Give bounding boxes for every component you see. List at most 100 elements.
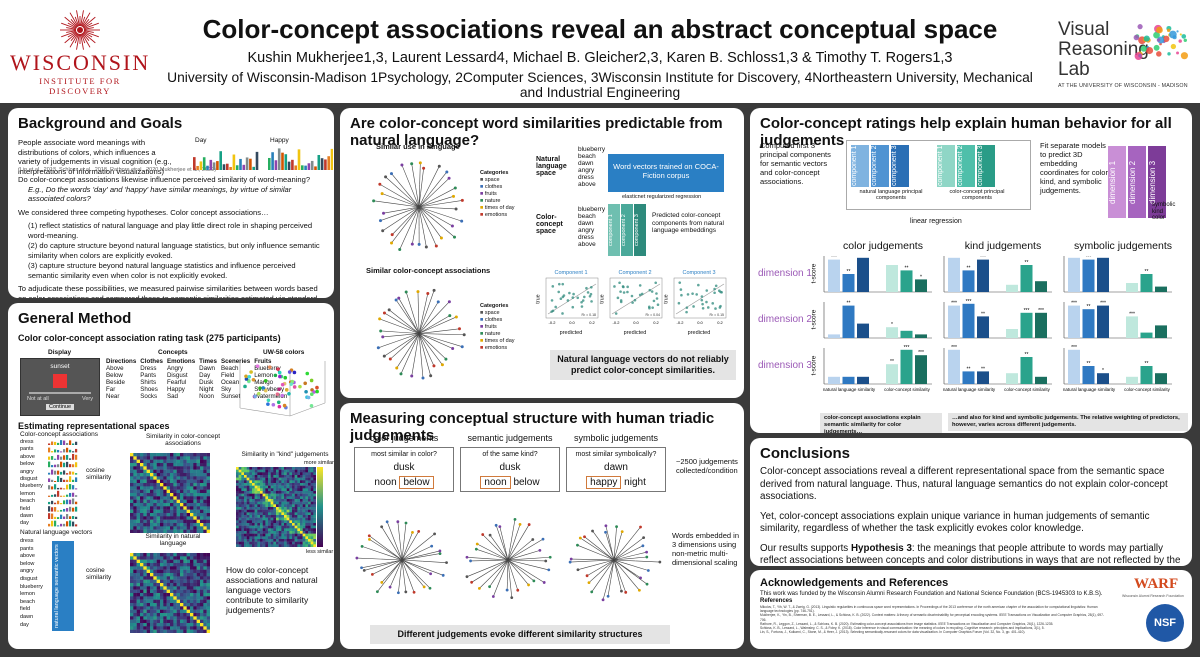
rating-slider[interactable] — [29, 392, 91, 394]
mds-tree-branch — [616, 573, 622, 592]
lab-logo-dot — [1153, 44, 1160, 51]
ratings-bar — [977, 371, 989, 384]
heatmap-cell — [300, 515, 303, 518]
heatmap-cell — [308, 523, 311, 526]
mds-tree-branch — [396, 559, 403, 574]
triad-option[interactable]: noon — [480, 476, 511, 489]
heatmap-cell — [236, 536, 239, 540]
mds-tree-branch — [497, 559, 509, 567]
heatmap-cell — [140, 486, 144, 490]
heatmap-cell — [305, 507, 309, 510]
scatter-point — [686, 293, 690, 296]
heatmap-cell — [180, 609, 184, 614]
heatmap-cell — [146, 556, 151, 560]
triad-option[interactable]: noon — [374, 477, 397, 488]
heatmap-cell — [281, 469, 285, 473]
heatmap-cell — [140, 519, 144, 524]
background-citations: (Lin et al., 2013, Schloss et al., 2018,… — [18, 167, 217, 173]
heatmap-cell — [163, 516, 167, 520]
heatmap-cell — [196, 623, 201, 627]
heatmap-cell — [252, 541, 255, 545]
heatmap-cell — [292, 469, 295, 473]
ratings-bar — [1020, 265, 1033, 292]
tree-leaf — [380, 192, 384, 196]
heatmap-cell — [193, 576, 197, 580]
heatmap-cell — [143, 483, 147, 487]
heatmap-cell — [308, 472, 311, 476]
uw58-color-point — [244, 377, 249, 381]
sparkline-bar — [63, 440, 66, 445]
heatmap-cell — [262, 517, 266, 521]
heatmap-cell — [143, 473, 147, 477]
heatmap-cell — [305, 528, 309, 532]
tree-branch — [398, 298, 410, 318]
mds-tree-leaf — [404, 590, 408, 594]
heatmap-cell — [166, 513, 171, 517]
heatmap-cell — [206, 486, 210, 490]
sparkline-bar — [69, 449, 72, 453]
distribution-bar — [281, 152, 284, 170]
heatmap-cell — [297, 531, 301, 534]
heatmap-cell — [183, 553, 187, 557]
heatmap-cell — [203, 593, 207, 597]
heatmap-cell — [310, 467, 314, 470]
ratings-bar — [1155, 325, 1167, 338]
sparkline-bar — [60, 514, 63, 519]
legend-item: ■ nature — [480, 331, 515, 338]
heatmap-cell — [262, 533, 266, 537]
pc-component: component 2 — [957, 145, 975, 187]
heatmap-cell — [156, 623, 161, 627]
triad-option[interactable]: night — [624, 477, 646, 488]
heatmap-cell — [203, 453, 207, 457]
conclusion-3: Our results supports Hypothesis 3: the m… — [760, 542, 1181, 567]
heatmap-cell — [257, 523, 261, 526]
heatmap-cell — [133, 516, 137, 520]
heatmap-cell — [173, 556, 177, 560]
heatmap-cell — [180, 559, 184, 564]
uw58-color-point — [275, 392, 280, 396]
tree-branch — [405, 291, 415, 319]
sparkline-bar — [57, 510, 60, 512]
continue-button[interactable]: Continue — [46, 404, 74, 410]
heatmap-cell — [286, 517, 290, 521]
heatmap-cell — [281, 477, 285, 481]
concept-cell: Lemon — [254, 372, 274, 379]
heatmap-cell — [136, 556, 141, 560]
pc-component: component 1 — [851, 145, 869, 187]
heatmap-cell — [236, 539, 239, 542]
tree-leaf — [417, 242, 421, 246]
heatmap-cell — [281, 499, 285, 502]
scatter-point — [685, 306, 689, 309]
significance-stars: ** — [981, 311, 985, 317]
triad-option[interactable]: below — [399, 476, 434, 489]
heatmap-cell — [183, 619, 187, 624]
heatmap-cell — [136, 473, 141, 477]
heatmap-cell — [140, 523, 144, 527]
heatmap-cell — [276, 544, 279, 547]
heatmap-cell — [173, 476, 177, 480]
heatmap-cell — [196, 516, 201, 520]
heatmap-cell — [183, 569, 187, 574]
heatmap-cell — [153, 496, 157, 500]
heatmap-cell — [130, 509, 134, 514]
heatmap-cell — [289, 523, 293, 526]
heatmap-cell — [257, 541, 261, 545]
heatmap-cell — [153, 489, 157, 494]
heatmap-cell — [313, 480, 316, 484]
tree-branch — [439, 207, 457, 210]
heatmap-cell — [176, 493, 181, 497]
triad-option[interactable]: below — [513, 477, 540, 488]
heatmap-cell — [286, 504, 290, 508]
mds-tree-branch — [592, 559, 615, 567]
heatmap-cell — [313, 541, 316, 545]
heatmap-cell — [241, 480, 245, 484]
word-item: dawn — [20, 513, 34, 520]
heatmap-cell — [186, 526, 191, 530]
heatmap-cell — [286, 536, 290, 540]
heatmap-cell — [236, 525, 239, 529]
triad-option[interactable]: happy — [586, 476, 622, 489]
heatmap-cell — [176, 619, 181, 624]
ratings-bar — [1140, 274, 1153, 292]
heatmap-cell — [193, 606, 197, 610]
heatmap-cell — [163, 553, 167, 557]
